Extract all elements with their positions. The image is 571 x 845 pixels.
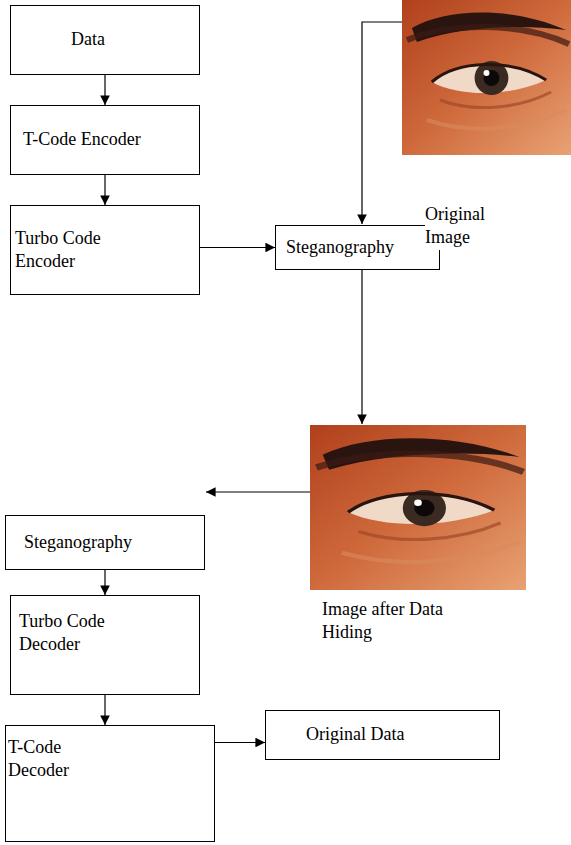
flow-arrow (215, 742, 265, 743)
process-box: Data (10, 5, 200, 75)
process-box: Original Data (265, 710, 500, 760)
flow-arrow (104, 570, 105, 595)
box-label: Steganography (24, 531, 198, 554)
flow-arrow (104, 175, 105, 205)
original-image (402, 0, 571, 155)
box-label: Original Data (306, 723, 493, 746)
process-box: T-Code Decoder (5, 725, 215, 842)
box-label: Data (71, 28, 193, 51)
process-box: Turbo Code Encoder (10, 205, 200, 295)
flow-arrow (104, 75, 105, 105)
flow-arrow (104, 695, 105, 725)
process-box: Turbo Code Decoder (10, 595, 200, 695)
image-input-arrow (206, 491, 310, 492)
image-feed-arrow (362, 22, 402, 224)
box-label: T-Code Decoder (8, 736, 98, 783)
process-box: T-Code Encoder (10, 105, 200, 175)
box-label: Turbo Code Encoder (15, 227, 135, 274)
process-box: Steganography (5, 515, 205, 570)
box-label: Turbo Code Decoder (19, 610, 139, 657)
stego-image (310, 425, 526, 590)
box-label: T-Code Encoder (23, 128, 193, 151)
output-image-arrow (361, 270, 362, 424)
process-box: Steganography (275, 225, 440, 270)
box-label: Steganography (286, 236, 433, 259)
flow-arrow (200, 247, 275, 248)
image-caption: Original Image (425, 203, 505, 250)
image-caption: Image after Data Hiding (322, 598, 487, 645)
